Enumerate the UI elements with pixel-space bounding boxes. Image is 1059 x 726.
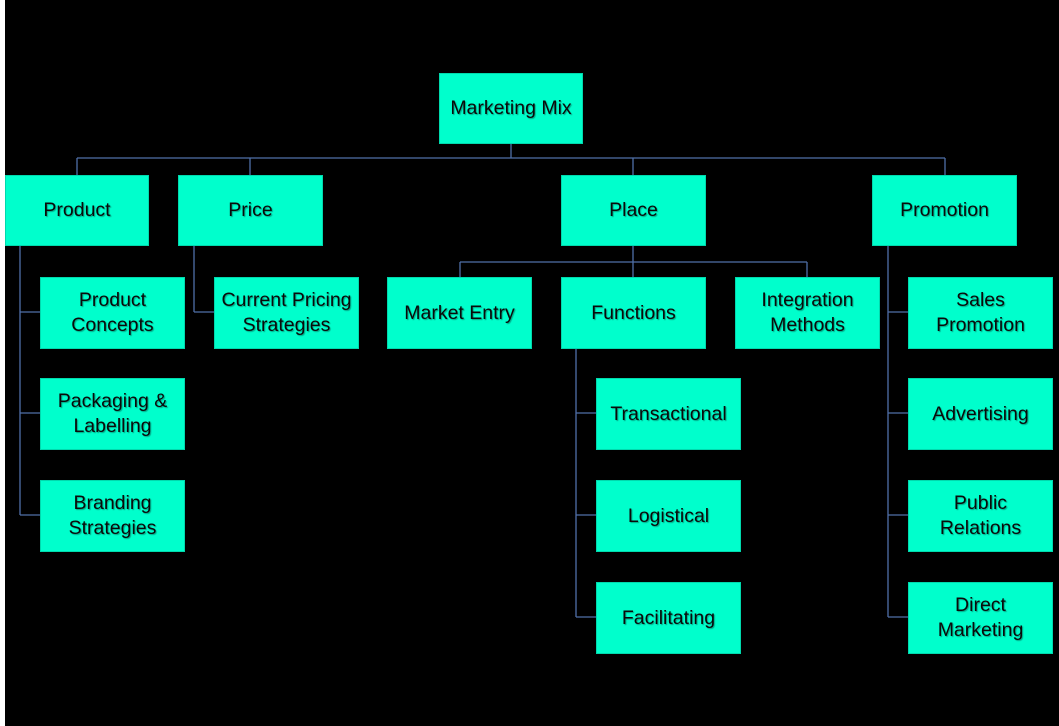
node-product-concepts: Product Concepts xyxy=(40,277,185,349)
node-product: Product xyxy=(5,175,149,246)
connector-lines xyxy=(19,143,946,618)
node-advertising: Advertising xyxy=(908,378,1053,450)
node-price: Price xyxy=(178,175,323,246)
node-sales-promotion: Sales Promotion xyxy=(908,277,1053,349)
org-chart-canvas: Marketing Mix Product Price Place Promot… xyxy=(5,0,1059,726)
node-integration-methods: Integration Methods xyxy=(735,277,880,349)
node-current-pricing-strategies: Current Pricing Strategies xyxy=(214,277,359,349)
node-facilitating: Facilitating xyxy=(596,582,741,654)
node-functions: Functions xyxy=(561,277,706,349)
node-place: Place xyxy=(561,175,706,246)
node-marketing-mix: Marketing Mix xyxy=(439,73,583,144)
node-logistical: Logistical xyxy=(596,480,741,552)
node-packaging-labelling: Packaging & Labelling xyxy=(40,378,185,450)
node-transactional: Transactional xyxy=(596,378,741,450)
node-promotion: Promotion xyxy=(872,175,1017,246)
node-public-relations: Public Relations xyxy=(908,480,1053,552)
node-market-entry: Market Entry xyxy=(387,277,532,349)
node-branding-strategies: Branding Strategies xyxy=(40,480,185,552)
node-direct-marketing: Direct Marketing xyxy=(908,582,1053,654)
